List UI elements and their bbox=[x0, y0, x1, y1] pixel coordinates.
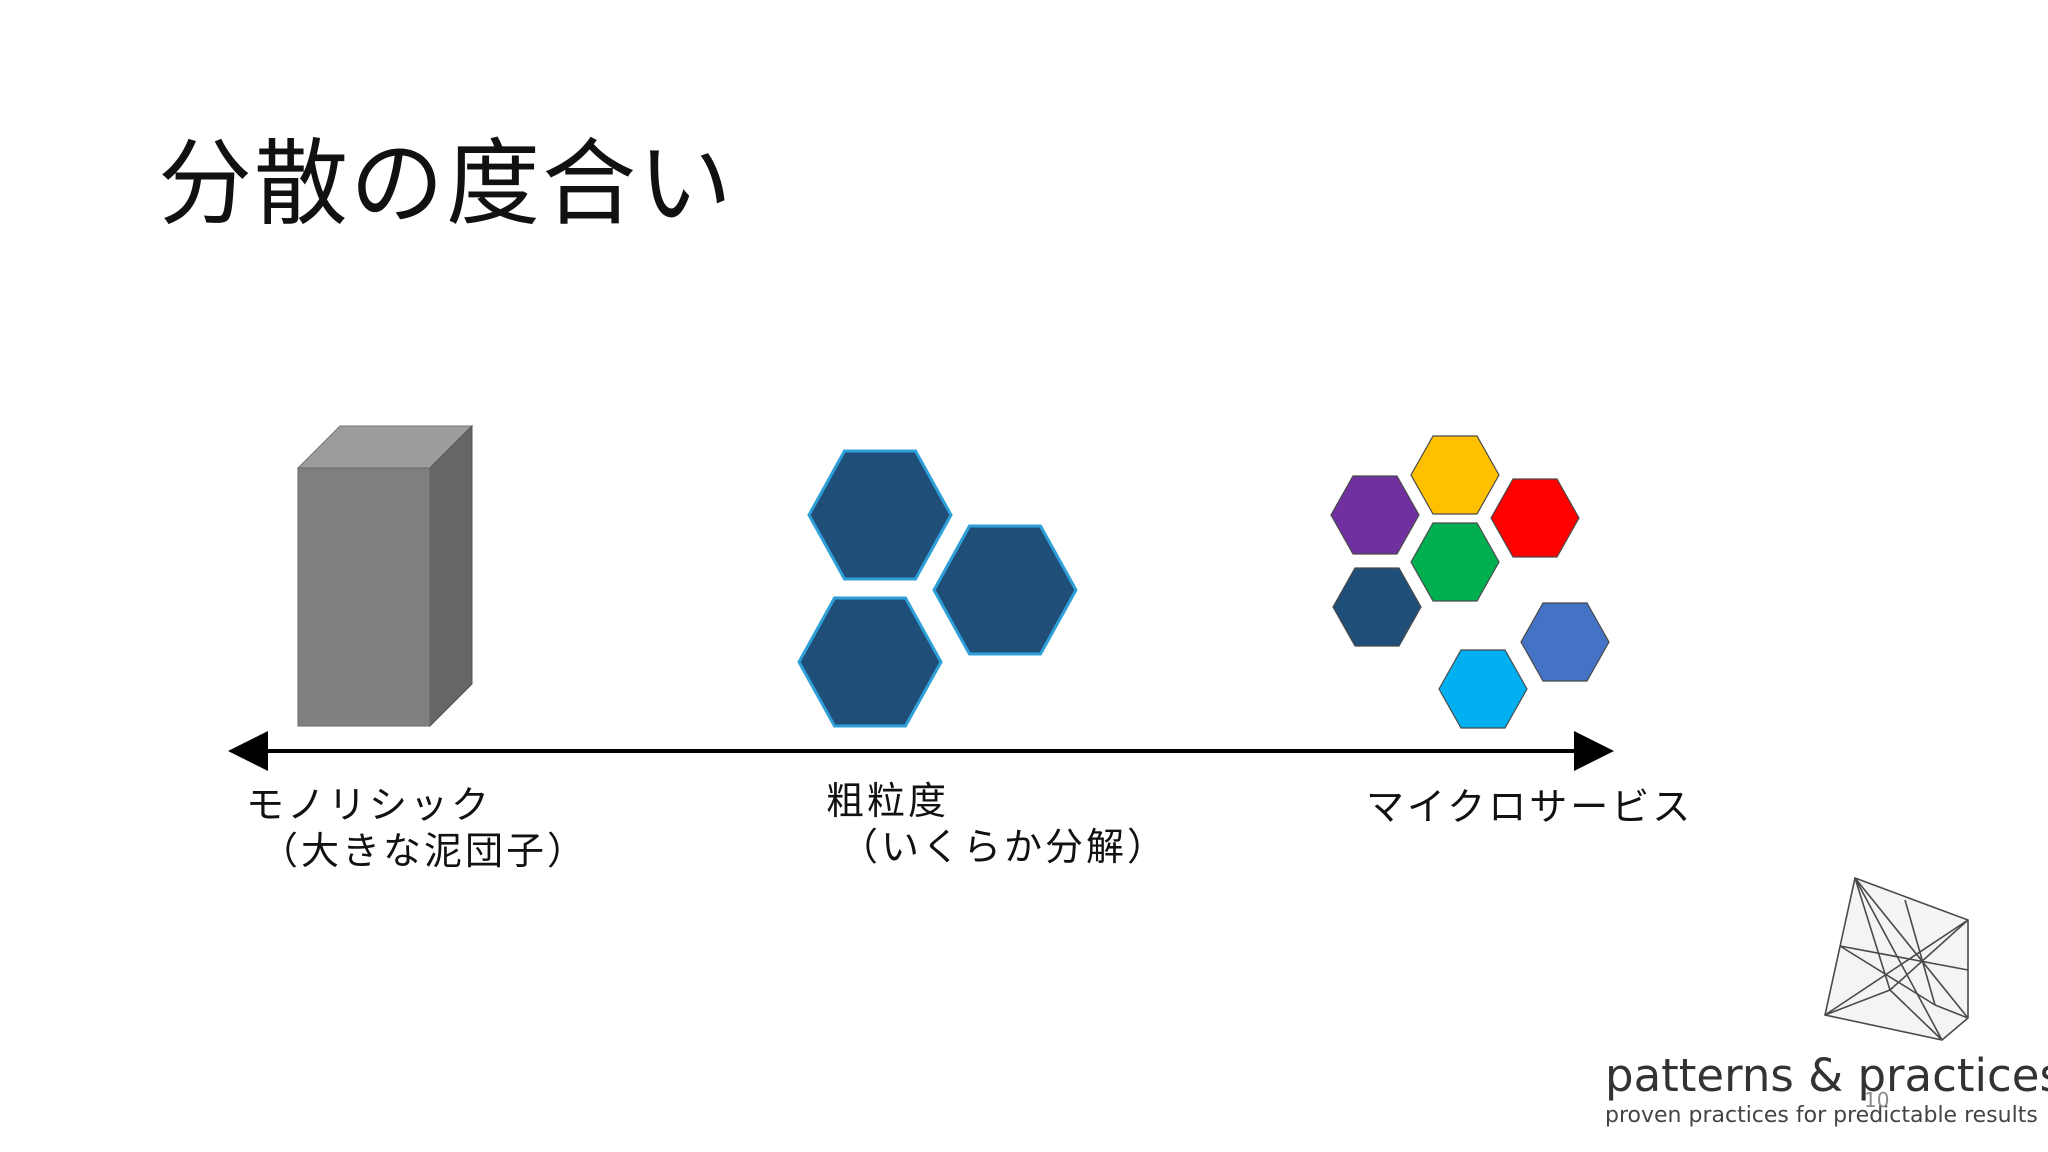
coarse-hexagons bbox=[797, 449, 1078, 728]
monolith-box-icon bbox=[296, 424, 474, 728]
hexagon-icon bbox=[807, 449, 953, 581]
hexagon-icon bbox=[1410, 435, 1500, 515]
coarse-label: 粗粒度 （いくらか分解） bbox=[826, 778, 1168, 870]
brand-block: patterns & practices proven practices fo… bbox=[1605, 1050, 2048, 1130]
monolith-label: モノリシック （大きな泥団子） bbox=[246, 782, 588, 874]
monolith-label-line1: モノリシック bbox=[246, 783, 493, 827]
brand-name: patterns & practices bbox=[1605, 1049, 2048, 1102]
hexagon-icon bbox=[797, 596, 943, 728]
hexagon-icon bbox=[1410, 522, 1500, 602]
slide-title: 分散の度合い bbox=[158, 130, 735, 239]
microservices-label-line1: マイクロサービス bbox=[1366, 785, 1694, 829]
coarse-label-line2: （いくらか分解） bbox=[840, 825, 1169, 869]
coarse-label-line1: 粗粒度 bbox=[826, 779, 950, 823]
brand-tagline: proven practices for predictable results bbox=[1605, 1103, 2038, 1128]
pp-logo-icon bbox=[1824, 876, 1969, 1041]
hexagon-icon bbox=[1490, 478, 1580, 558]
hexagon-icon bbox=[932, 524, 1078, 656]
hexagon-icon bbox=[1438, 649, 1528, 729]
hexagon-icon bbox=[1332, 567, 1422, 647]
page-number: 10 bbox=[1864, 1088, 1890, 1112]
hexagon-icon bbox=[1330, 475, 1420, 555]
microservices-label: マイクロサービス bbox=[1366, 784, 1693, 830]
microservice-hexagons bbox=[1330, 435, 1610, 729]
hexagon-icon bbox=[1520, 602, 1610, 682]
monolith-label-line2: （大きな泥団子） bbox=[260, 829, 589, 873]
